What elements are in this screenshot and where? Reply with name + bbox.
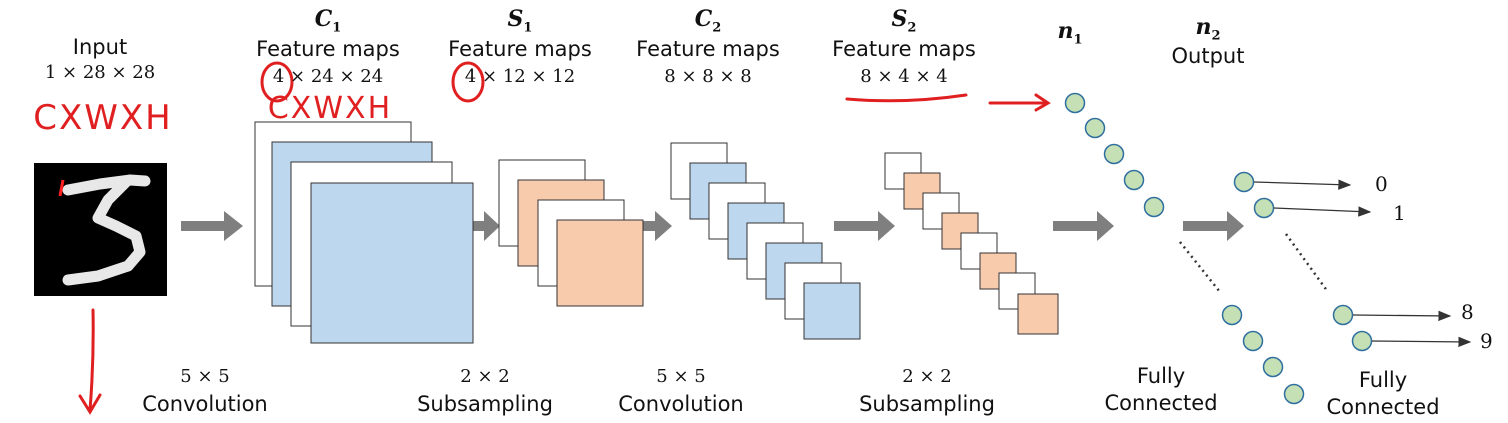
s2-dims: 8 × 4 × 4 [860,66,948,87]
sub1-kernel: 2 × 2 [460,366,510,387]
n1-layer-name: n1 [1057,18,1083,48]
arrow-input-to-c1 [181,211,243,241]
s2-feature-maps [884,152,1059,335]
n1-node [1283,383,1305,405]
n2-layer-name: n2 [1195,14,1221,44]
n1-neurons [1064,92,1305,405]
fc1-label-line1: Fully [1136,364,1186,388]
n1-node [1084,117,1106,139]
s1-dims: 4 × 12 × 12 [464,66,576,87]
conv2-label: Convolution [618,392,744,416]
sub2-kernel: 2 × 2 [902,366,952,387]
n2-node [1253,197,1275,219]
fc2-label-line1: Fully [1358,368,1408,392]
c1-layer-name: C1 [314,6,342,36]
fc2-label-line2: Connected [1326,395,1440,419]
n1-ellipsis-dots [1179,241,1221,293]
arrow-s1-to-c2 [640,211,672,241]
c1-channel-circle [260,61,294,103]
c1-desc: Feature maps [256,37,400,61]
n1-node [1143,196,1165,218]
sub1-label: Subsampling [417,392,553,416]
output-digit-0: 0 [1375,172,1388,196]
s2-to-n1-arrow [988,93,1051,112]
n2-node [1351,330,1373,352]
s2-layer-name: S2 [891,6,917,36]
s1-layer-name: S1 [507,6,533,36]
output-digit-8: 8 [1461,300,1474,324]
arrow-n1-to-n2 [1183,211,1244,241]
arrow-c1-to-s1 [470,211,500,241]
n2-neurons [1233,171,1373,352]
arrow-c2-to-s2 [834,211,895,241]
s1-desc: Feature maps [448,37,592,61]
s2-underline [845,93,968,103]
conv1-kernel: 5 × 5 [180,366,230,387]
red-annotations [78,61,1051,415]
c2-dims: 8 × 8 × 8 [664,66,752,87]
c2-feature-maps [670,142,861,340]
output-arrows [1253,179,1472,348]
c1-feature-maps [254,121,474,344]
input-down-arrow [78,308,102,415]
c2-layer-name: C2 [694,6,722,36]
n2-node [1332,304,1354,326]
s2-desc: Feature maps [832,37,976,61]
n1-node [1064,92,1086,114]
n1-node [1123,169,1145,191]
input-dims: 1 × 28 × 28 [44,62,156,83]
input-digit-image [34,163,167,296]
input-order-annotation: CXWXH [33,98,173,138]
n1-node [1221,304,1243,326]
s1-feature-maps [498,159,644,307]
n1-node [1242,330,1264,352]
n1-node [1103,143,1125,165]
n1-node [1262,356,1284,378]
output-digit-1: 1 [1393,201,1406,225]
n2-desc: Output [1171,44,1245,68]
arrow-s2-to-n1 [1053,211,1114,241]
s1-channel-circle [451,61,485,103]
sub2-label: Subsampling [859,392,995,416]
input-title: Input [72,35,128,59]
c1-order-annotation: CXWXH [267,91,393,126]
conv2-kernel: 5 × 5 [656,366,706,387]
output-digit-9: 9 [1480,329,1493,353]
n2-node [1233,171,1255,193]
fc1-label-line2: Connected [1104,391,1218,415]
conv1-label: Convolution [142,392,268,416]
c2-desc: Feature maps [636,37,780,61]
c1-dims: 4 × 24 × 24 [272,66,384,87]
n2-ellipsis-dots [1284,233,1330,293]
flow-arrows [181,211,1244,241]
